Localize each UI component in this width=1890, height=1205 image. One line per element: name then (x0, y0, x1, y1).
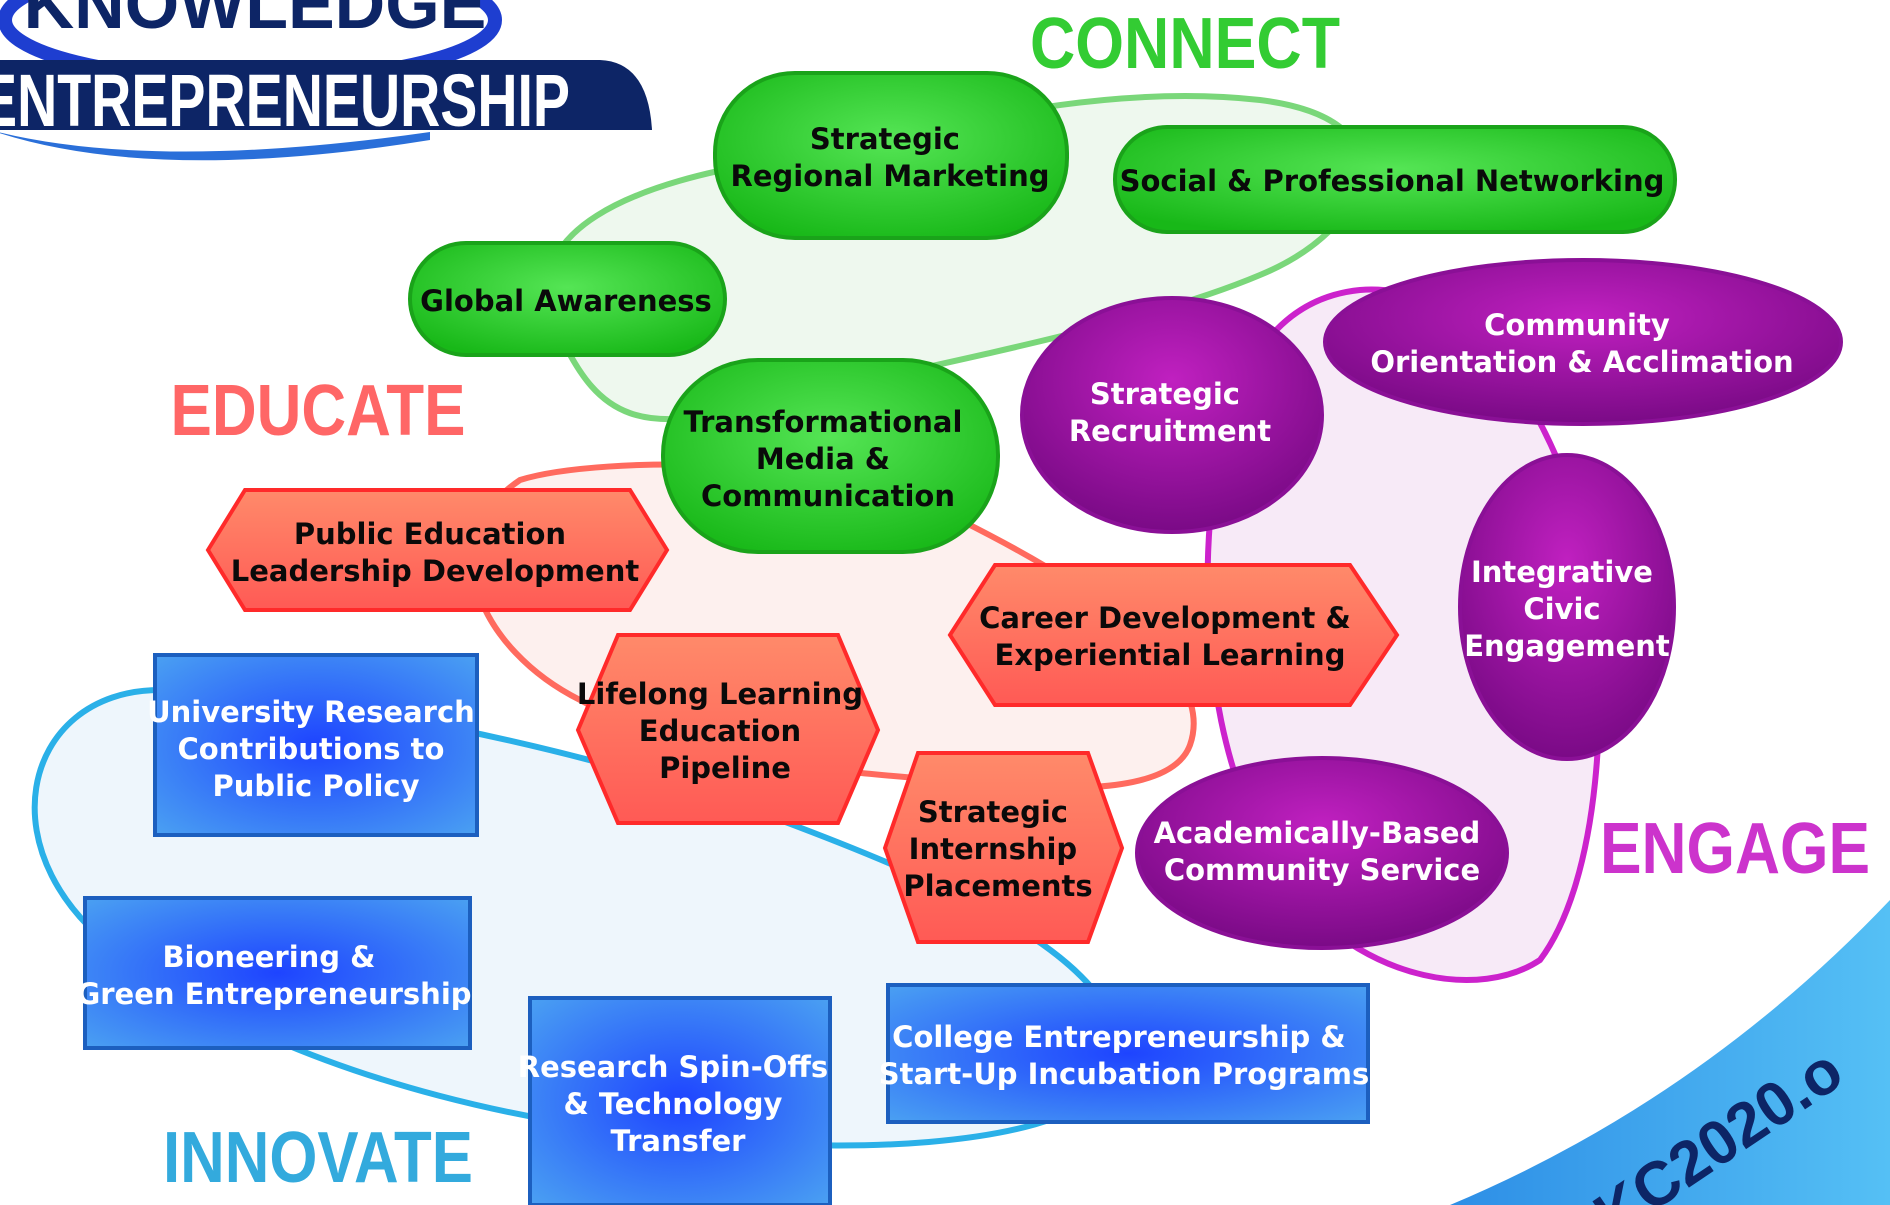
heading-educate: EDUCATE (171, 371, 466, 451)
node-research-spinoffs-line1: Research Spin-Offs (518, 1050, 828, 1084)
node-university-research-line2: Contributions to (178, 732, 445, 766)
node-public-education-leadership-line2: Leadership Development (231, 554, 640, 588)
heading-connect-text: CONNECT (1030, 4, 1340, 84)
svg-text:Strategic Regional Marke: Strategic Regional Marketing (731, 122, 1050, 193)
svg-text:Social & Professional Networki: Social & Professional Networking (1120, 164, 1665, 198)
logo-line2: ENTREPRENEURSHIP (0, 59, 570, 142)
svg-text:University Research Cont: University Research Contributions to Pub… (147, 695, 485, 803)
svg-text:Community Orientation &: Community Orientation & Acclimation (1370, 308, 1793, 379)
node-integrative-civic-line3: Engagement (1464, 629, 1670, 663)
node-bioneering: Bioneering & Green Entrepreneurship (76, 896, 472, 1050)
node-strategic-internship-line1: Strategic (918, 795, 1068, 829)
svg-text:Research Spin-Offs & Tec: Research Spin-Offs & Technology Transfer (518, 1050, 839, 1158)
heading-innovate: INNOVATE (163, 1118, 473, 1198)
node-research-spinoffs-line3: Transfer (611, 1124, 747, 1158)
node-college-entrepreneurship-line2: Start-Up Incubation Programs (879, 1057, 1370, 1091)
node-global-awareness: Global Awareness (408, 241, 727, 357)
svg-text:Career Development & Exp: Career Development & Experiential Learni… (979, 601, 1361, 672)
node-strategic-internship: Strategic Internship Placements (882, 751, 1125, 944)
logo-line1: KNOWLEDGE (24, 0, 487, 43)
svg-text:Strategic Recruitment: Strategic Recruitment (1069, 377, 1271, 448)
node-lifelong-learning-line1: Lifelong Learning (577, 677, 863, 711)
svg-text:College Entrepreneurship &: College Entrepreneurship & Start-Up Incu… (879, 1020, 1370, 1091)
svg-text:Public Education Leaders: Public Education Leadership Development (231, 517, 640, 588)
heading-connect: CONNECT (1030, 4, 1340, 84)
node-transformational-media-line1: Transformational (684, 405, 963, 439)
node-transformational-media: Transformational Media & Communication (661, 358, 1000, 554)
node-integrative-civic-line1: Integrative (1471, 555, 1653, 589)
node-university-research: University Research Contributions to Pub… (147, 653, 485, 837)
node-transformational-media-line3: Communication (701, 479, 955, 513)
node-strategic-regional-marketing-line1: Strategic (810, 122, 960, 156)
node-academically-based-line2: Community Service (1164, 853, 1480, 887)
svg-text:Bioneering & Green Entre: Bioneering & Green Entrepreneurship (76, 940, 471, 1011)
node-college-entrepreneurship: College Entrepreneurship & Start-Up Incu… (879, 983, 1370, 1124)
node-career-development-line1: Career Development & (979, 601, 1351, 635)
node-career-development-line2: Experiential Learning (995, 638, 1346, 672)
node-research-spinoffs: Research Spin-Offs & Technology Transfer (518, 996, 839, 1205)
node-career-development: Career Development & Experiential Learni… (947, 563, 1400, 707)
logo-navy-band (0, 60, 652, 130)
svg-text:Academically-Based Commu: Academically-Based Community Service (1154, 816, 1491, 887)
node-community-orientation: Community Orientation & Acclimation (1323, 258, 1843, 426)
svg-text:Transformational Media &: Transformational Media & Communication (684, 405, 973, 513)
node-academically-based: Academically-Based Community Service (1135, 756, 1509, 950)
node-integrative-civic-line2: Civic (1523, 592, 1600, 626)
node-social-professional-networking-line1: Social & Professional Networking (1120, 164, 1665, 198)
node-public-education-leadership: Public Education Leadership Development (205, 488, 670, 612)
node-public-education-leadership-line1: Public Education (294, 517, 566, 551)
svg-text:Integrative Civic: Integrative Civic Engagement (1464, 555, 1670, 663)
corner-banner-shape (1450, 900, 1890, 1205)
node-lifelong-learning-line3: Pipeline (659, 751, 791, 785)
logo: KNOWLEDGE ENTREPRENEURSHIP (0, 0, 652, 161)
node-strategic-internship-line3: Placements (903, 869, 1092, 903)
node-transformational-media-line2: Media & (756, 442, 890, 476)
logo-swoosh (0, 132, 430, 161)
node-college-entrepreneurship-line1: College Entrepreneurship & (892, 1020, 1346, 1054)
node-lifelong-learning: Lifelong Learning Education Pipeline (575, 633, 881, 825)
node-bioneering-line1: Bioneering & (162, 940, 375, 974)
node-university-research-line1: University Research (147, 695, 475, 729)
node-social-professional-networking: Social & Professional Networking (1113, 125, 1677, 234)
node-community-orientation-line2: Orientation & Acclimation (1370, 345, 1793, 379)
svg-text:Global Awareness: Global Awareness (420, 284, 712, 318)
node-strategic-recruitment-line1: Strategic (1090, 377, 1240, 411)
node-university-research-line3: Public Policy (213, 769, 420, 803)
node-research-spinoffs-line2: & Technology (563, 1087, 782, 1121)
node-integrative-civic: Integrative Civic Engagement (1458, 453, 1676, 761)
node-bioneering-line2: Green Entrepreneurship (76, 977, 471, 1011)
svg-text:Strategic Internship: Strategic Internship Placements (903, 795, 1092, 903)
node-strategic-internship-line2: Internship (909, 832, 1078, 866)
heading-engage-text: ENGAGE (1600, 809, 1870, 889)
node-strategic-recruitment-line2: Recruitment (1069, 414, 1271, 448)
node-global-awareness-line1: Global Awareness (420, 284, 712, 318)
node-strategic-regional-marketing: Strategic Regional Marketing (713, 71, 1069, 240)
node-academically-based-line1: Academically-Based (1154, 816, 1481, 850)
node-lifelong-learning-line2: Education (639, 714, 801, 748)
heading-engage: ENGAGE (1600, 809, 1870, 889)
node-strategic-recruitment: Strategic Recruitment (1020, 296, 1324, 534)
node-strategic-regional-marketing-line2: Regional Marketing (731, 159, 1050, 193)
heading-innovate-text: INNOVATE (163, 1118, 473, 1198)
node-community-orientation-line1: Community (1484, 308, 1670, 342)
svg-text:Lifelong Learning Educat: Lifelong Learning Education Pipeline (577, 677, 873, 785)
heading-educate-text: EDUCATE (171, 371, 466, 451)
